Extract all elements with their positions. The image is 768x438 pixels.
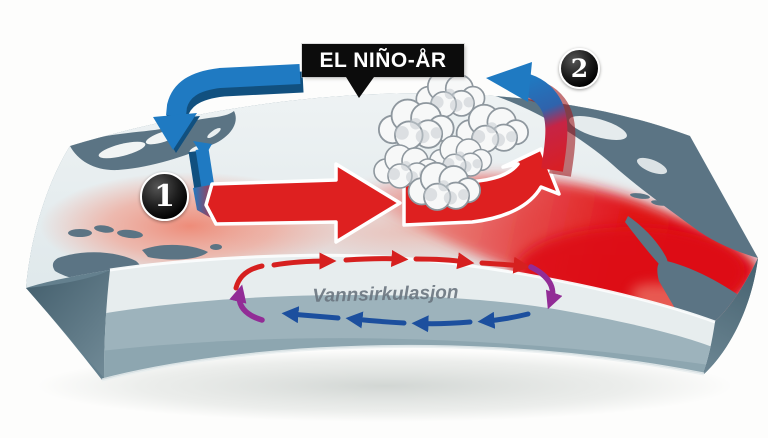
title-banner: EL NIÑO-ÅR: [302, 44, 464, 98]
step-2-number: 2: [570, 54, 589, 83]
warm-current-arrow-icon: [204, 162, 402, 244]
step-1-number: 1: [154, 179, 175, 214]
title-text: EL NIÑO-ÅR: [319, 48, 447, 72]
downwelling-arrow: [528, 264, 563, 310]
land-caribbean-islands: [630, 193, 682, 213]
land-north-america: [490, 93, 758, 258]
deep-current-arrows: [281, 306, 531, 333]
rising-air-arrow-icon: [486, 62, 576, 177]
land-south-america: [657, 260, 753, 322]
ground-shadow: [37, 350, 733, 422]
upwelling-arrow: [229, 284, 265, 323]
upper-wind-arrow-icon: [153, 64, 304, 153]
right-cut-face: [702, 258, 758, 374]
water-circulation-loop: [229, 249, 563, 333]
left-cut-face: [26, 269, 112, 378]
land-central-america: [625, 216, 668, 267]
map-surface: [26, 93, 758, 322]
step-2-badge: 2: [559, 48, 600, 89]
step-1-badge: 1: [140, 172, 189, 221]
